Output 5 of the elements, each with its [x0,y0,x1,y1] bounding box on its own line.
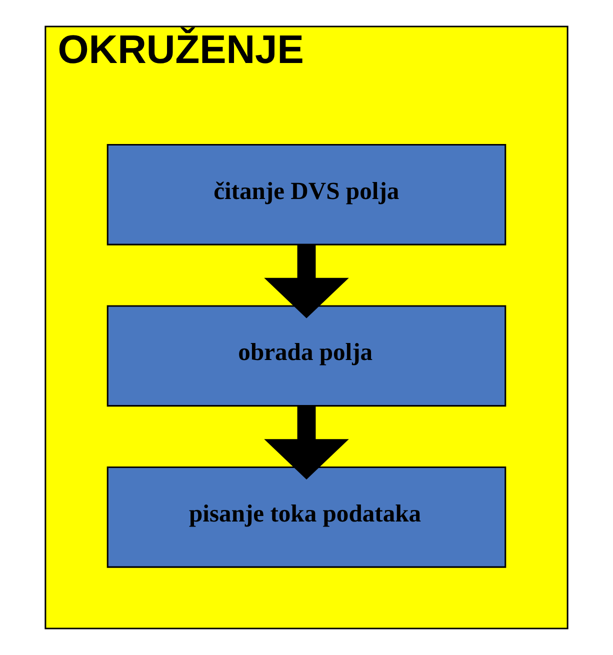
node-box: čitanje DVS polja [106,144,506,246]
node-box: pisanje toka podataka [106,466,506,568]
arrow [264,406,349,480]
node-box: obrada polja [106,305,506,407]
arrow [264,244,349,318]
